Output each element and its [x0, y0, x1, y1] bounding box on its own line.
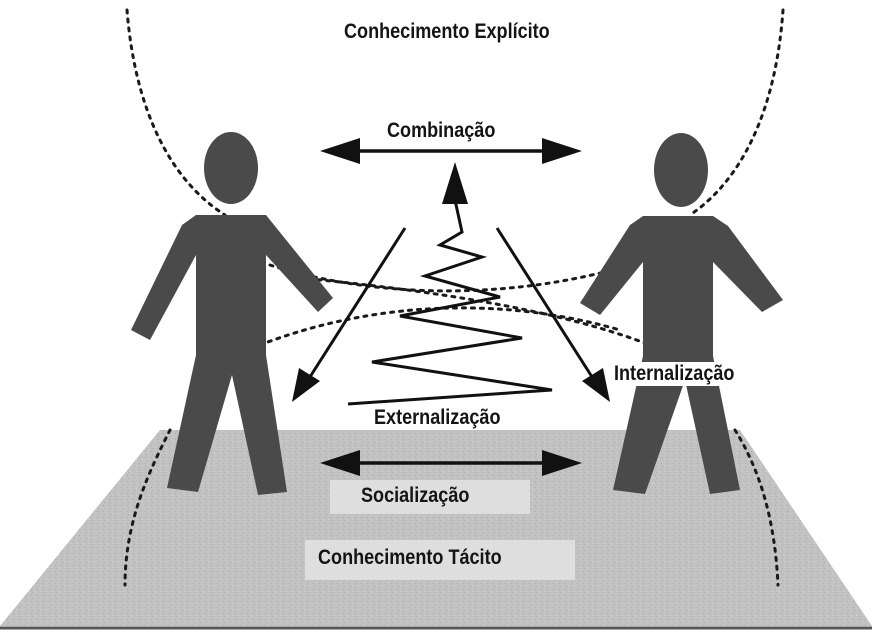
person-left-figure	[131, 132, 333, 495]
person-right-body	[580, 216, 783, 494]
explicit-knowledge-label: Conhecimento Explícito	[344, 20, 550, 43]
tacit-knowledge-label: Conhecimento Tácito	[318, 546, 502, 569]
internalization-arrow	[495, 227, 610, 402]
internalization-label: Internalização	[614, 362, 735, 386]
externalization-arrow	[292, 227, 407, 402]
tacit-label-box	[305, 540, 575, 580]
person-right-figure	[580, 133, 783, 494]
person-left-body	[131, 215, 333, 495]
explicit-dome-left	[125, 8, 227, 217]
explicit-dome-right	[688, 8, 785, 217]
socialization-arrow	[320, 450, 582, 476]
socialization-label-box	[330, 480, 530, 514]
person-right-head	[654, 133, 708, 207]
dotted-arc-lower-left	[258, 306, 622, 347]
person-left-head	[204, 132, 258, 204]
tacit-floor	[0, 430, 872, 626]
spiral-arrow	[347, 162, 553, 406]
tacit-dotted-right	[733, 428, 780, 587]
dotted-arc-lower-right	[298, 276, 652, 347]
combination-arrow	[320, 138, 582, 164]
socialization-label: Socialização	[361, 484, 470, 507]
tacit-dotted-left	[123, 428, 172, 587]
combination-label: Combinação	[387, 119, 496, 142]
externalization-label: Externalização	[374, 406, 501, 429]
